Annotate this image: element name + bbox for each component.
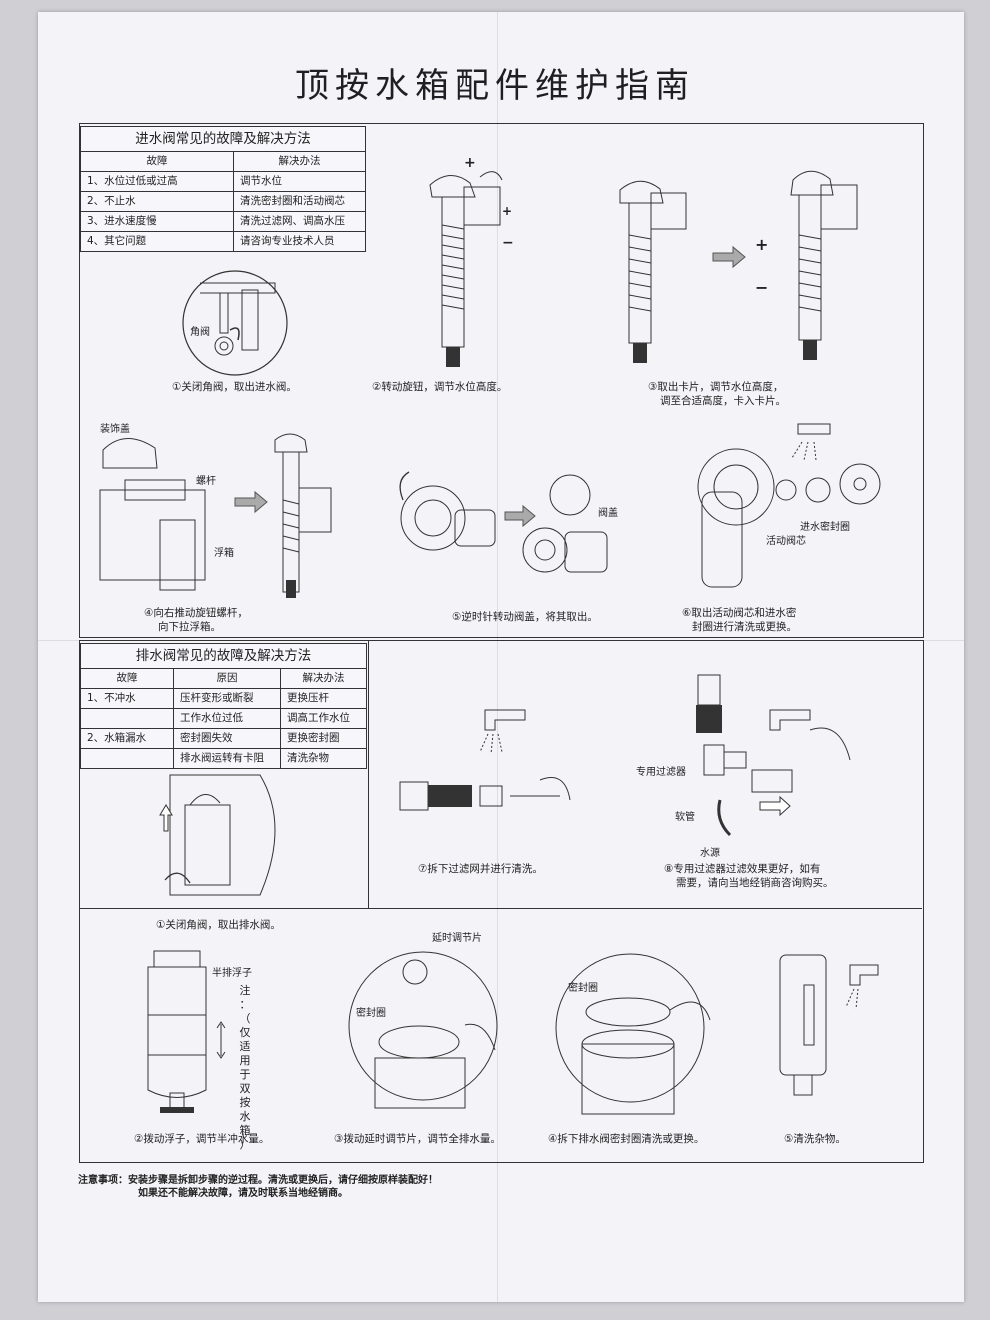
drain-step-5-caption: ⑤清洗杂物。 [784, 1133, 846, 1145]
inlet-fault-table: 进水阀常见的故障及解决方法 故障 解决办法 1、水位过低或过高调节水位 2、不止… [80, 126, 366, 252]
table-row: 2、水箱漏水密封圈失效更换密封圈 [80, 728, 367, 749]
table-cell: 调节水位 [233, 171, 366, 192]
table-cell: 更换压杆 [280, 688, 367, 709]
inlet-step-1-caption: ①关闭角阀，取出进水阀。 [172, 381, 297, 393]
drain-fault-table: 排水阀常见的故障及解决方法 故障 原因 解决办法 1、不冲水压杆变形或断裂更换压… [80, 643, 367, 769]
label-screw: 螺杆 [196, 476, 216, 487]
fold-line-vertical [497, 12, 498, 1302]
label-water-source: 水源 [700, 848, 720, 859]
drain-step1-illustration [150, 765, 300, 910]
inlet-step-4-caption-line-1: ④向右推动旋钮螺杆， [144, 607, 248, 619]
label-seal-b: 密封圈 [568, 983, 598, 994]
table-cell: 清洗过滤网、调高水压 [233, 211, 366, 232]
inlet-step-7-caption: ⑦拆下过滤网并进行清洗。 [418, 863, 543, 875]
drain-divider-vertical [368, 640, 369, 908]
drain-section-frame [79, 640, 924, 1163]
table-header: 解决办法 [280, 668, 367, 689]
table-row: 2、不止水清洗密封圈和活动阀芯 [80, 191, 366, 212]
table-cell: 4、其它问题 [80, 231, 234, 252]
inlet-step-2-caption: ②转动旋钮，调节水位高度。 [372, 381, 508, 393]
float-adjust-arrow-icon [211, 1020, 231, 1060]
drain-step3-delay-plate-illustration [345, 930, 505, 1120]
svg-text:+: + [502, 204, 512, 218]
step1-angle-valve-illustration [180, 268, 300, 378]
svg-text:−: − [502, 235, 514, 251]
label-inlet-seal: 进水密封圈 [800, 522, 850, 533]
label-hose: 软管 [675, 812, 695, 823]
svg-text:+: + [464, 155, 476, 171]
table-header: 故障 [80, 668, 174, 689]
label-special-filter: 专用过滤器 [636, 767, 686, 778]
label-delay-plate: 延时调节片 [432, 933, 482, 944]
drain-step-4-caption: ④拆下排水阀密封圈清洗或更换。 [548, 1133, 705, 1145]
step5-valve-cap-illustration [395, 450, 625, 580]
table-header: 解决办法 [233, 151, 366, 172]
inlet-step-8-caption-line-2: 需要，请向当地经销商咨询购买。 [676, 877, 834, 889]
inlet-step-8-caption-line-1: ⑧专用过滤器过滤效果更好，如有 [664, 863, 821, 875]
table-row: 工作水位过低调高工作水位 [80, 708, 367, 729]
table-cell: 密封圈失效 [173, 728, 281, 749]
drain-step4-seal-illustration [550, 940, 720, 1125]
notice-block: 注意事项：安装步骤是拆卸步骤的逆过程。清洗或更换后，请仔细按原样装配好！ 如果还… [78, 1174, 438, 1200]
table-row: 1、不冲水压杆变形或断裂更换压杆 [80, 688, 367, 709]
svg-text:+: + [755, 235, 768, 254]
table-cell: 3、进水速度慢 [80, 211, 234, 232]
drain-step-1-caption: ①关闭角阀，取出排水阀。 [156, 919, 281, 931]
label-valve-cap: 阀盖 [598, 508, 618, 519]
step2-inlet-valve-illustration: + + − [420, 155, 514, 367]
table-cell: 请咨询专业技术人员 [233, 231, 366, 252]
table-cell: 1、水位过低或过高 [80, 171, 234, 192]
drain-table-caption: 排水阀常见的故障及解决方法 [80, 643, 367, 669]
step6-seal-illustration [690, 412, 910, 597]
inlet-step-6-caption-line-1: ⑥取出活动阀芯和进水密 [682, 607, 797, 619]
table-row: 3、进水速度慢清洗过滤网、调高水压 [80, 211, 366, 232]
table-cell: 更换密封圈 [280, 728, 367, 749]
table-cell [80, 708, 174, 729]
table-cell: 2、水箱漏水 [80, 728, 174, 749]
inlet-step-3-caption-line-2: 调至合适高度，卡入卡片。 [660, 395, 786, 407]
notice-line-2: 如果还不能解决故障，请及时联系当地经销商。 [138, 1188, 348, 1199]
step4-float-box-illustration [95, 430, 355, 598]
table-cell: 2、不止水 [80, 191, 234, 212]
inlet-step-3-caption-line-1: ③取出卡片，调节水位高度， [648, 381, 784, 393]
table-cell: 排水阀运转有卡阻 [173, 748, 281, 769]
notice-line-1: 注意事项：安装步骤是拆卸步骤的逆过程。清洗或更换后，请仔细按原样装配好！ [78, 1175, 438, 1186]
label-cover: 装饰盖 [100, 424, 130, 435]
drain-step-3-caption: ③拨动延时调节片，调节全排水量。 [334, 1133, 501, 1145]
drain-step-2-caption: ②拨动浮子，调节半冲水量。 [134, 1133, 270, 1145]
drain-step5-clean-illustration [770, 945, 890, 1120]
inlet-step-4-caption-line-2: 向下拉浮箱。 [158, 621, 221, 633]
inlet-section-frame [79, 123, 924, 638]
step7-filter-clean-illustration [390, 700, 580, 830]
inlet-table-caption: 进水阀常见的故障及解决方法 [80, 126, 366, 152]
label-half-float: 半排浮子 [212, 968, 252, 979]
table-cell: 调高工作水位 [280, 708, 367, 729]
inlet-step-6-caption-line-2: 封圈进行清洗或更换。 [692, 621, 797, 633]
table-row: 排水阀运转有卡阻清洗杂物 [80, 748, 367, 769]
table-row: 1、水位过低或过高调节水位 [80, 171, 366, 192]
label-float-box: 浮箱 [214, 548, 234, 559]
drain-divider-horizontal [79, 908, 922, 909]
table-cell: 压杆变形或断裂 [173, 688, 281, 709]
table-cell: 1、不冲水 [80, 688, 174, 709]
page-title: 顶按水箱配件维护指南 [295, 66, 695, 106]
dual-flush-note: 注：（仅适用于双按水箱） [239, 984, 251, 1151]
svg-text:−: − [755, 278, 768, 297]
table-cell: 清洗杂物 [280, 748, 367, 769]
step3-inlet-valve-illustration: + − [605, 165, 865, 363]
table-header: 故障 [80, 151, 234, 172]
inlet-step-5-caption: ⑤逆时针转动阀盖，将其取出。 [452, 611, 598, 623]
table-row: 4、其它问题请咨询专业技术人员 [80, 231, 366, 252]
step8-special-filter-illustration [696, 670, 870, 850]
drain-step2-half-float-illustration [140, 945, 220, 1113]
label-seal-a: 密封圈 [356, 1008, 386, 1019]
label-moving-core: 活动阀芯 [766, 536, 806, 547]
table-cell: 清洗密封圈和活动阀芯 [233, 191, 366, 212]
table-header: 原因 [173, 668, 281, 689]
label-angle-valve: 角阀 [190, 327, 210, 338]
table-cell: 工作水位过低 [173, 708, 281, 729]
